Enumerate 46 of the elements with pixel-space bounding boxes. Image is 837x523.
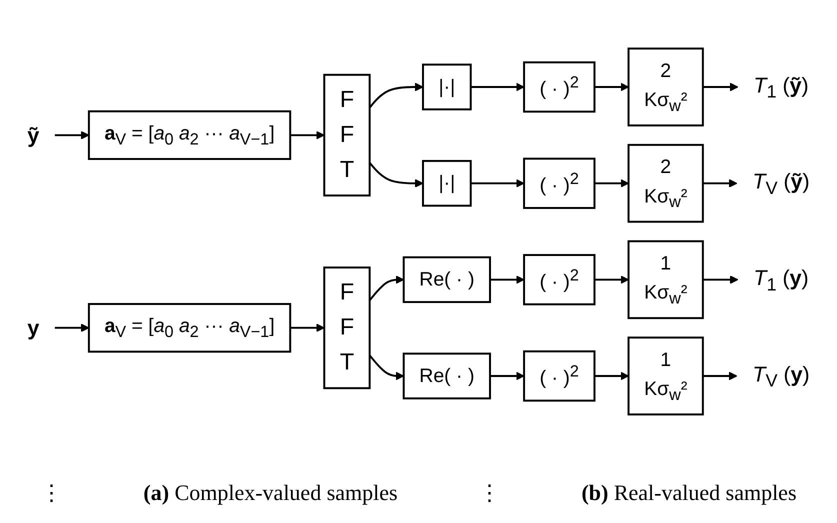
- arrow: [368, 275, 404, 301]
- arrow: [368, 82, 424, 108]
- node-box: 2 Kσ$_{w}$²: [628, 48, 704, 126]
- arrow: [702, 275, 738, 284]
- arrow: [290, 130, 325, 140]
- arrow: [54, 130, 90, 140]
- node-box: 1 Kσ$_{w}$²: [628, 336, 704, 416]
- node-box: 2 Kσ$_{w}$²: [628, 144, 704, 223]
- node-text: T$_{1}$ (ỹ): [753, 72, 809, 102]
- arrow: [594, 275, 629, 284]
- arrow: [290, 324, 325, 332]
- arrow: [490, 275, 524, 284]
- node-box: ( · )$^{2}$: [523, 254, 596, 306]
- node-box: a$_{V}$ = [a$_{0}$ a$_{2}$ ··· a$_{V−1}$]: [88, 110, 292, 160]
- arrow: [594, 82, 629, 92]
- arrow: [490, 372, 524, 380]
- arrow: [594, 179, 629, 188]
- node-box: F F T: [323, 74, 371, 196]
- arrow: [594, 372, 629, 380]
- arrow: [54, 324, 90, 332]
- caption-text: (a) Complex-valued samples: [143, 480, 398, 506]
- node-box: F F T: [323, 266, 371, 390]
- node-box: ( · )$^{2}$: [523, 350, 596, 402]
- node-box: ( · )$^{2}$: [523, 61, 596, 113]
- arrow: [702, 372, 738, 380]
- node-text: ỹ: [27, 123, 40, 148]
- node-box: |·|: [422, 160, 472, 207]
- node-box: |·|: [422, 64, 472, 110]
- node-box: a$_{V}$ = [a$_{0}$ a$_{2}$ ··· a$_{V−1}$]: [88, 303, 292, 353]
- node-box: Re( · ): [402, 352, 491, 400]
- caption-text: (b) Real-valued samples: [581, 480, 797, 506]
- arrow: [702, 179, 738, 188]
- node-box: 1 Kσ$_{w}$²: [628, 240, 704, 320]
- node-text: T$_{V}$ (y): [752, 362, 810, 391]
- arrow: [702, 82, 738, 92]
- node-text: y: [27, 316, 40, 340]
- node-box: ( · )$^{2}$: [523, 158, 596, 209]
- arrow: [470, 82, 524, 92]
- arrow: [368, 162, 424, 188]
- arrow: [368, 354, 404, 380]
- node-box: Re( · ): [402, 256, 491, 304]
- arrow: [470, 179, 524, 188]
- caption-text: ⋮: [40, 480, 62, 506]
- node-text: T$_{1}$ (y): [753, 266, 809, 294]
- node-text: T$_{V}$ (ỹ): [752, 169, 810, 198]
- caption-text: ⋮: [478, 480, 501, 506]
